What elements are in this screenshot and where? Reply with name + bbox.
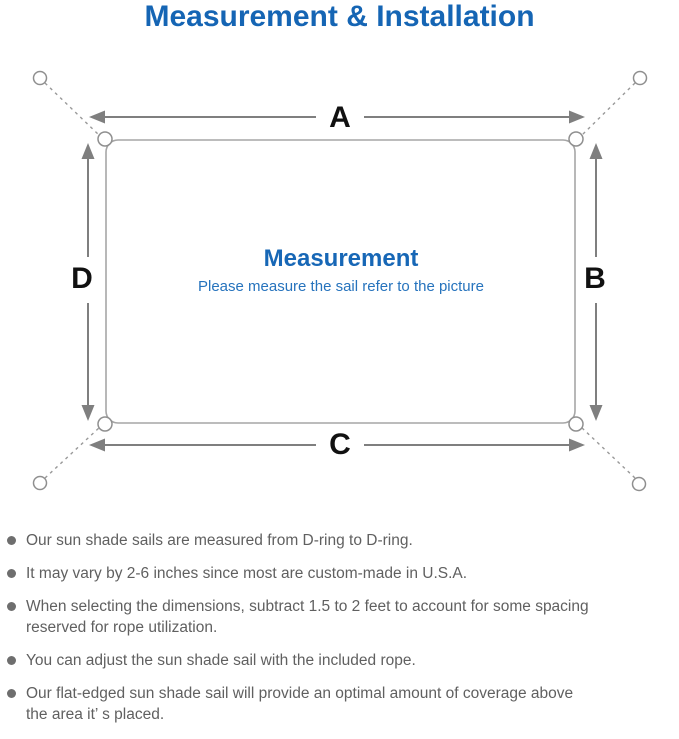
arrow-b-head-bottom xyxy=(589,405,603,421)
dimension-label-c: C xyxy=(329,428,351,461)
dimension-label-a: A xyxy=(329,101,351,134)
attachment-line-top-left xyxy=(44,82,101,137)
dimension-label-b: B xyxy=(584,262,606,295)
arrow-a-head-left xyxy=(89,110,105,124)
arrow-a-head-right xyxy=(569,110,585,124)
list-item: Our sun shade sails are measured from D-… xyxy=(0,530,679,551)
attachment-lines xyxy=(44,82,636,479)
list-item: When selecting the dimensions, subtract … xyxy=(0,596,679,638)
corner-ring-icon-top-right xyxy=(632,70,648,86)
d-ring-bumps xyxy=(97,131,584,432)
corner-ring-icon-top-left xyxy=(32,70,48,86)
attachment-line-top-right xyxy=(580,82,636,137)
anchor-rings xyxy=(32,70,648,492)
arrow-d-head-bottom xyxy=(81,405,95,421)
note-text: Our sun shade sails are measured from D-… xyxy=(26,532,413,549)
attachment-line-bottom-left xyxy=(44,426,101,479)
bullet-dot-icon xyxy=(7,569,16,578)
note-text: You can adjust the sun shade sail with t… xyxy=(26,652,416,669)
note-text: When selecting the dimensions, subtract … xyxy=(26,598,589,636)
bullet-dot-icon xyxy=(7,602,16,611)
dimension-arrows xyxy=(81,110,603,452)
corner-ring-icon-bottom-left xyxy=(32,475,48,491)
note-text: Our flat-edged sun shade sail will provi… xyxy=(26,685,574,723)
list-item: Our flat-edged sun shade sail will provi… xyxy=(0,683,679,725)
arrow-c-head-left xyxy=(89,438,105,452)
d-ring-icon-top-left xyxy=(97,131,113,147)
sail-outline xyxy=(105,139,576,424)
diagram-center-subtitle: Please measure the sail refer to the pic… xyxy=(198,278,484,295)
list-item: You can adjust the sun shade sail with t… xyxy=(0,650,679,671)
corner-ring-icon-bottom-right xyxy=(631,476,647,492)
list-item: It may vary by 2-6 inches since most are… xyxy=(0,563,679,584)
bullet-dot-icon xyxy=(7,656,16,665)
bullet-dot-icon xyxy=(7,689,16,698)
diagram-center-title: Measurement xyxy=(263,245,419,272)
arrow-c-head-right xyxy=(569,438,585,452)
attachment-line-bottom-right xyxy=(580,426,636,479)
arrow-d-head-top xyxy=(81,143,95,159)
page-title: Measurement & Installation xyxy=(144,0,535,33)
d-ring-icon-top-right xyxy=(568,131,584,147)
arrow-b-head-top xyxy=(589,143,603,159)
sail-diagram-graphic xyxy=(32,70,648,492)
bullet-dot-icon xyxy=(7,536,16,545)
notes-list: Our sun shade sails are measured from D-… xyxy=(0,530,679,737)
dimension-label-d: D xyxy=(71,262,93,295)
measurement-diagram xyxy=(0,45,679,510)
note-text: It may vary by 2-6 inches since most are… xyxy=(26,565,468,582)
d-ring-icon-bottom-right xyxy=(568,416,584,432)
d-ring-icon-bottom-left xyxy=(97,416,113,432)
